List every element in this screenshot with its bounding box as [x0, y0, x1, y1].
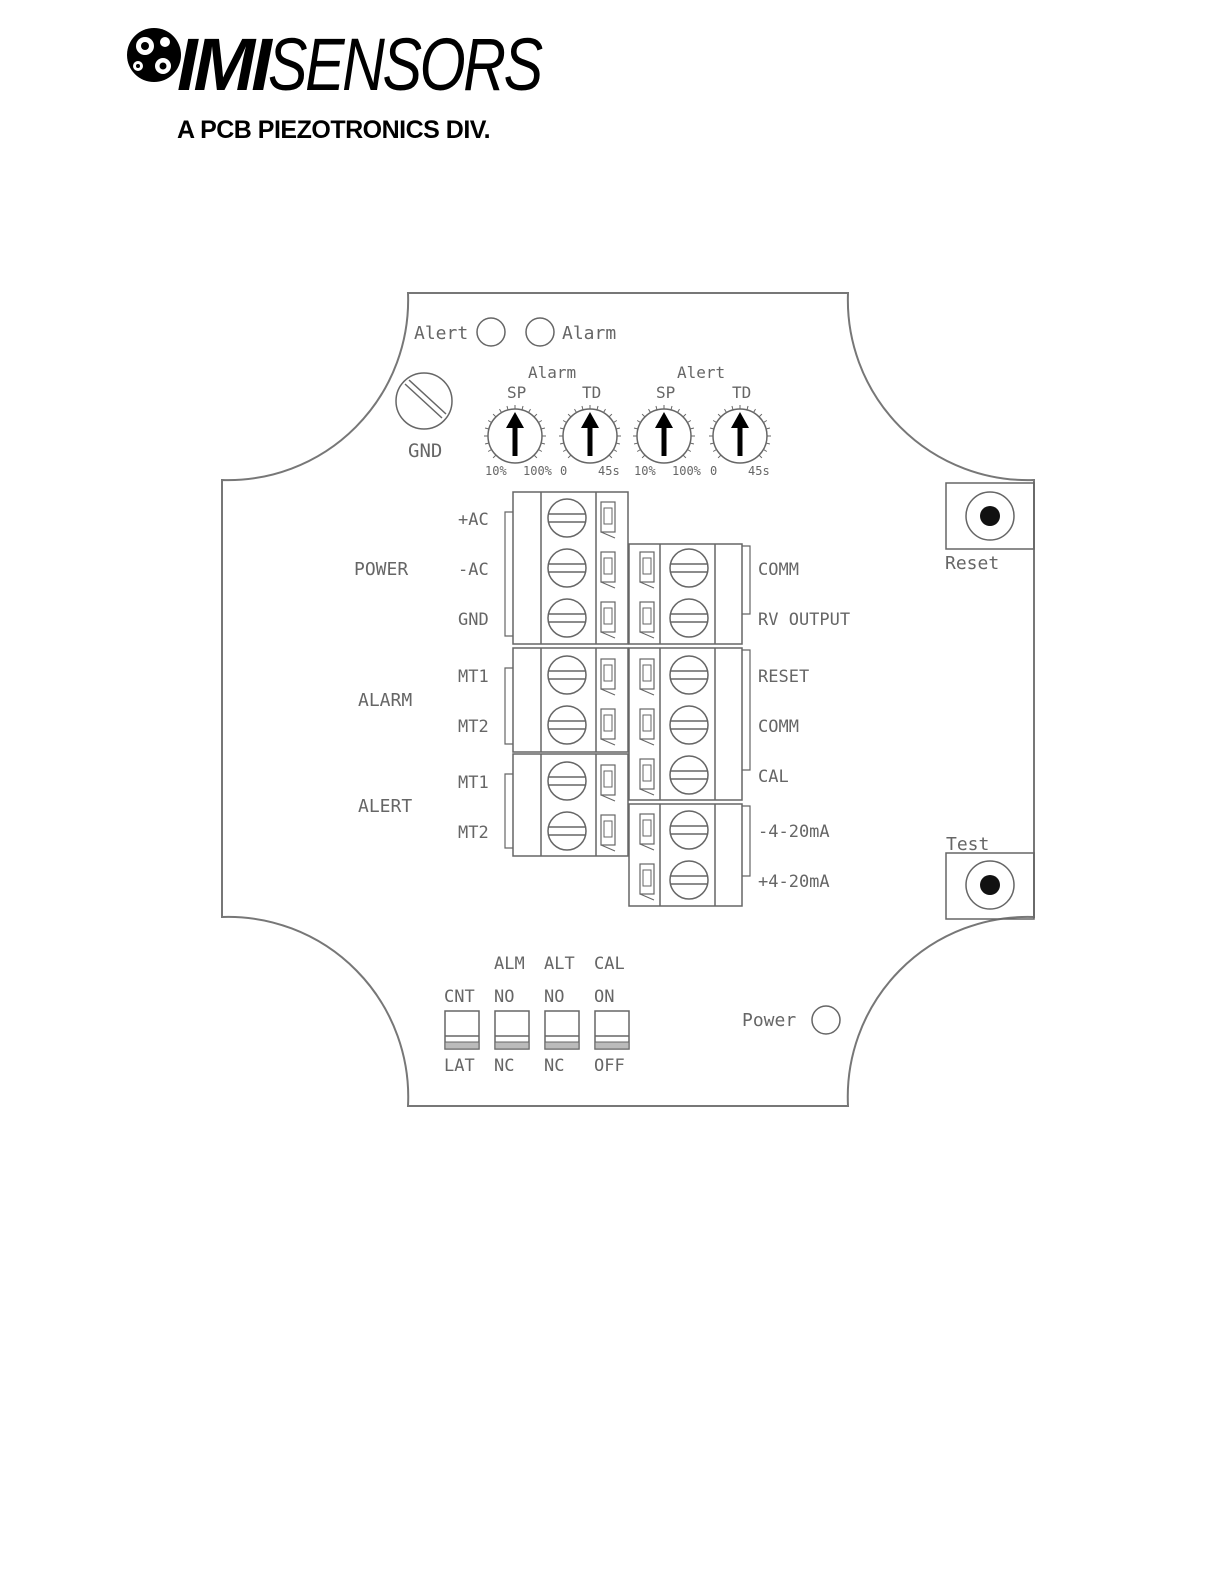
left-terminal-label: MT2: [458, 823, 489, 843]
test-button-core: [980, 875, 1000, 895]
right-terminal-label: RV OUTPUT: [758, 610, 850, 630]
alarm-led: [526, 318, 554, 346]
left-terminal[interactable]: [548, 549, 615, 588]
right-terminal-label: -4-20mA: [758, 822, 830, 842]
right-terminal[interactable]: [640, 656, 708, 695]
right-terminal-label: COMM: [758, 717, 799, 737]
pot-max-label: 100%: [672, 464, 702, 478]
gnd-screw: [396, 373, 452, 429]
pot-label: TD: [732, 383, 751, 402]
dip-top-label: ON: [594, 987, 614, 1007]
left-terminal[interactable]: [548, 706, 615, 745]
pot-min-label: 0: [710, 464, 717, 478]
left-terminal-block-0: +AC -AC GND: [458, 492, 628, 644]
pot-label: TD: [582, 383, 601, 402]
left-terminal-label: +AC: [458, 510, 489, 530]
right-terminal[interactable]: [640, 811, 708, 850]
right-terminal-label: COMM: [758, 560, 799, 580]
left-terminal[interactable]: [548, 762, 615, 801]
left-group-power: POWER: [354, 559, 408, 580]
right-terminal-label: +4-20mA: [758, 872, 830, 892]
dip-switch[interactable]: [445, 1011, 479, 1049]
left-terminal-label: MT1: [458, 667, 489, 687]
left-terminal[interactable]: [548, 499, 615, 538]
dip-switch[interactable]: [545, 1011, 579, 1049]
left-terminal[interactable]: [548, 812, 615, 851]
pot-min-label: 10%: [634, 464, 656, 478]
right-terminal-block-1: RESET COMM CAL: [629, 648, 809, 800]
right-terminal-label: CAL: [758, 767, 789, 787]
dip-bottom-label: LAT: [444, 1056, 475, 1076]
right-terminal-label: RESET: [758, 667, 809, 687]
pot-group-alert: Alert: [677, 363, 725, 382]
dip-top-label: NO: [544, 987, 564, 1007]
dip-switch[interactable]: [495, 1011, 529, 1049]
test-button-label: Test: [946, 834, 989, 855]
dip-bottom-label: NC: [544, 1056, 564, 1076]
alert-led: [477, 318, 505, 346]
right-terminal[interactable]: [640, 756, 708, 795]
dip-header: ALT: [544, 954, 575, 974]
left-terminal-label: GND: [458, 610, 489, 630]
right-terminal-block-2: -4-20mA +4-20mA: [629, 804, 830, 906]
pot-group-alarm: Alarm: [528, 363, 576, 382]
reset-button-label: Reset: [945, 553, 999, 574]
right-terminal-block-0: COMM RV OUTPUT: [629, 544, 850, 644]
power-led: [812, 1006, 840, 1034]
led-power-label: Power: [742, 1010, 796, 1031]
pot-label: SP: [507, 383, 526, 402]
left-terminal-label: MT2: [458, 717, 489, 737]
left-group-alarm: ALARM: [358, 690, 412, 711]
pot-min-label: 0: [560, 464, 567, 478]
right-terminal[interactable]: [640, 861, 708, 900]
pot-max-label: 45s: [598, 464, 620, 478]
pot-max-label: 100%: [523, 464, 553, 478]
dip-bottom-label: NC: [494, 1056, 514, 1076]
dip-header: ALM: [494, 954, 525, 974]
potentiometer-alert-td[interactable]: [709, 405, 771, 463]
left-terminal-label: MT1: [458, 773, 489, 793]
potentiometer-alarm-td[interactable]: [559, 405, 621, 463]
potentiometer-alarm-sp[interactable]: [484, 405, 546, 463]
dip-top-label: CNT: [444, 987, 475, 1007]
dip-header: CAL: [594, 954, 625, 974]
reset-button-core: [980, 506, 1000, 526]
dip-switch[interactable]: [595, 1011, 629, 1049]
led-alert-label: Alert: [414, 323, 468, 344]
right-terminal[interactable]: [640, 549, 708, 588]
left-terminal[interactable]: [548, 656, 615, 695]
left-terminal-label: -AC: [458, 560, 489, 580]
left-terminal[interactable]: [548, 599, 615, 638]
dip-bottom-label: OFF: [594, 1056, 625, 1076]
potentiometer-alert-sp[interactable]: [633, 405, 695, 463]
pot-label: SP: [656, 383, 675, 402]
left-group-alert: ALERT: [358, 796, 412, 817]
led-alarm-label: Alarm: [562, 323, 616, 344]
gnd-screw-label: GND: [408, 440, 442, 462]
pot-min-label: 10%: [485, 464, 507, 478]
dip-top-label: NO: [494, 987, 514, 1007]
right-terminal[interactable]: [640, 599, 708, 638]
pot-max-label: 45s: [748, 464, 770, 478]
right-terminal[interactable]: [640, 706, 708, 745]
